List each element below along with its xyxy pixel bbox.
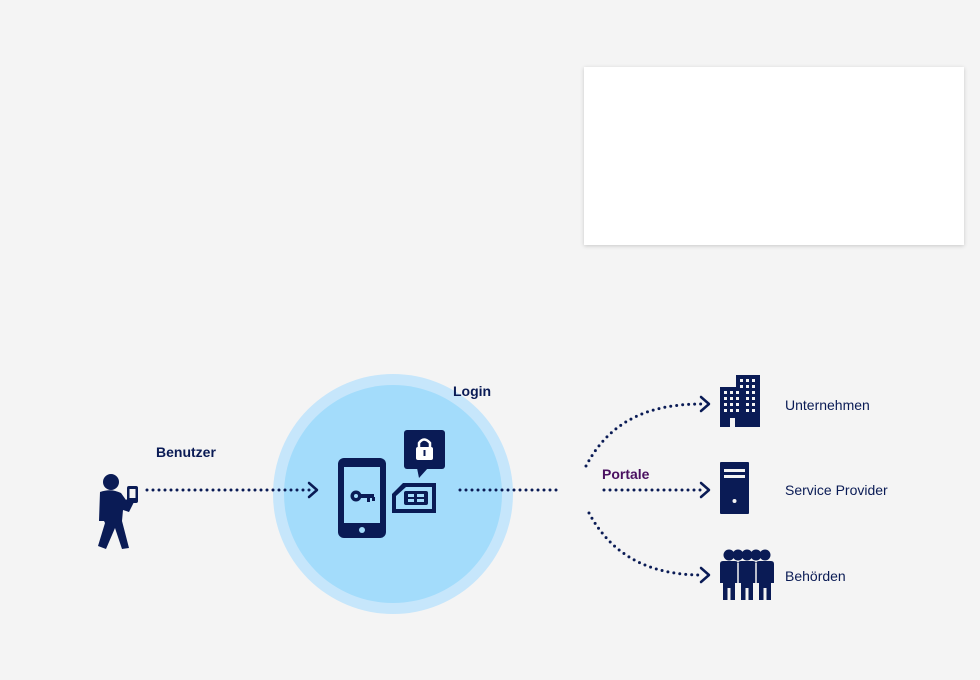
arrow-to-service-provider [602, 481, 711, 499]
arrow-user-to-login [145, 481, 319, 499]
login-label: Login [453, 383, 492, 399]
lock-speech-bubble-icon [404, 430, 445, 478]
service-provider-label: Service Provider [785, 482, 888, 498]
arrow-to-company [584, 395, 711, 468]
arrow-to-authorities [587, 511, 711, 584]
portals-label: Portale [602, 466, 650, 482]
smartphone-key-icon [338, 458, 386, 538]
user-label: Benutzer [156, 444, 216, 460]
people-group-icon [720, 549, 774, 600]
info-card [584, 67, 964, 245]
office-building-icon [720, 375, 760, 427]
person-with-phone-icon [98, 474, 138, 549]
server-icon [720, 462, 749, 514]
authorities-label: Behörden [785, 568, 846, 584]
sim-card-icon [392, 483, 436, 513]
company-label: Unternehmen [785, 397, 870, 413]
